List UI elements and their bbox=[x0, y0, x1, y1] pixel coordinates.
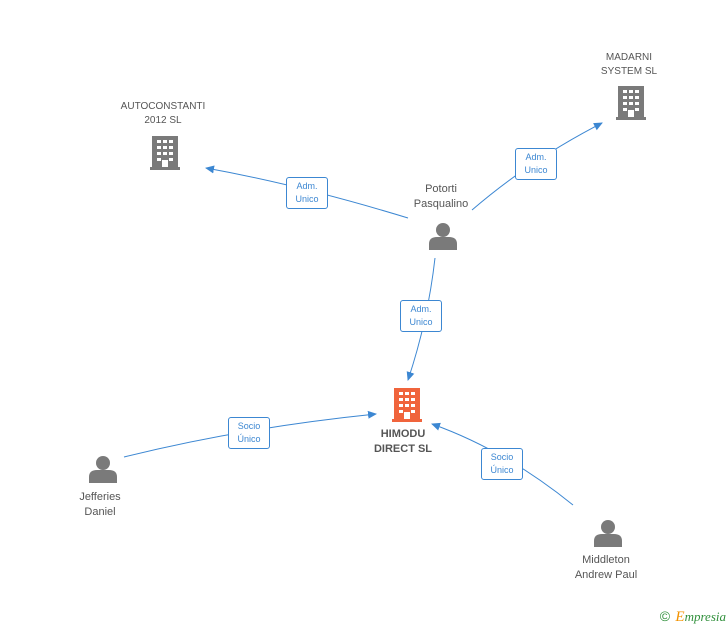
node-label-line: Jefferies bbox=[79, 491, 121, 503]
building-icon bbox=[150, 136, 180, 170]
edge-label-line: Único bbox=[237, 434, 261, 444]
brand-initial: E bbox=[675, 609, 685, 625]
person-icon bbox=[429, 223, 457, 250]
node-label-himodu[interactable]: HIMODU DIRECT SL bbox=[374, 427, 432, 457]
node-label-madarni[interactable]: MADARNI SYSTEM SL bbox=[601, 51, 657, 79]
node-label-line: HIMODU bbox=[380, 428, 426, 440]
edge-label-line: Adm. bbox=[296, 181, 318, 191]
main-building-icon bbox=[392, 388, 422, 422]
node-label-potorti[interactable]: Potorti Pasqualino bbox=[414, 182, 468, 212]
node-label-line: Andrew Paul bbox=[574, 569, 638, 581]
node-label-middleton[interactable]: Middleton Andrew Paul bbox=[575, 553, 637, 583]
edge-label-line: Unico bbox=[524, 165, 548, 175]
node-label-line: Pasqualino bbox=[413, 198, 469, 210]
node-label-line: Middleton bbox=[582, 554, 630, 566]
node-label-line: MADARNI bbox=[605, 52, 653, 63]
edge-label-line: Adm. bbox=[525, 152, 547, 162]
node-label-jefferies[interactable]: Jefferies Daniel bbox=[79, 490, 120, 520]
node-label-line: DIRECT SL bbox=[373, 443, 433, 455]
empresia-brand[interactable]: © Empresia bbox=[660, 608, 726, 626]
person-icon bbox=[89, 456, 117, 483]
copyright-symbol: © bbox=[659, 608, 671, 624]
edge-label-line: Adm. bbox=[410, 304, 432, 314]
node-label-line: SYSTEM SL bbox=[600, 66, 658, 77]
edge-label-line: Unico bbox=[409, 317, 433, 327]
edge-label-line: Socio bbox=[237, 421, 261, 431]
node-label-line: AUTOCONSTANTI bbox=[120, 101, 206, 112]
edge-label-potorti-autoconstanti[interactable]: Adm. Unico bbox=[286, 177, 328, 209]
brand-rest: mpresia bbox=[684, 609, 726, 624]
edge-label-line: Socio bbox=[490, 452, 514, 462]
node-label-line: 2012 SL bbox=[144, 115, 182, 126]
edge-label-line: Único bbox=[490, 465, 514, 475]
edge-label-line: Unico bbox=[295, 194, 319, 204]
edge-label-potorti-madarni[interactable]: Adm. Unico bbox=[515, 148, 557, 180]
node-label-autoconstanti[interactable]: AUTOCONSTANTI 2012 SL bbox=[121, 100, 206, 128]
node-label-line: Potorti bbox=[425, 183, 457, 195]
edge-label-middleton-himodu[interactable]: Socio Único bbox=[481, 448, 523, 480]
node-label-line: Daniel bbox=[84, 506, 116, 518]
brand-logo: Empresia bbox=[675, 609, 726, 625]
person-icon bbox=[594, 520, 622, 547]
building-icon bbox=[616, 86, 646, 120]
edge-label-potorti-himodu[interactable]: Adm. Unico bbox=[400, 300, 442, 332]
edge-label-jefferies-himodu[interactable]: Socio Único bbox=[228, 417, 270, 449]
